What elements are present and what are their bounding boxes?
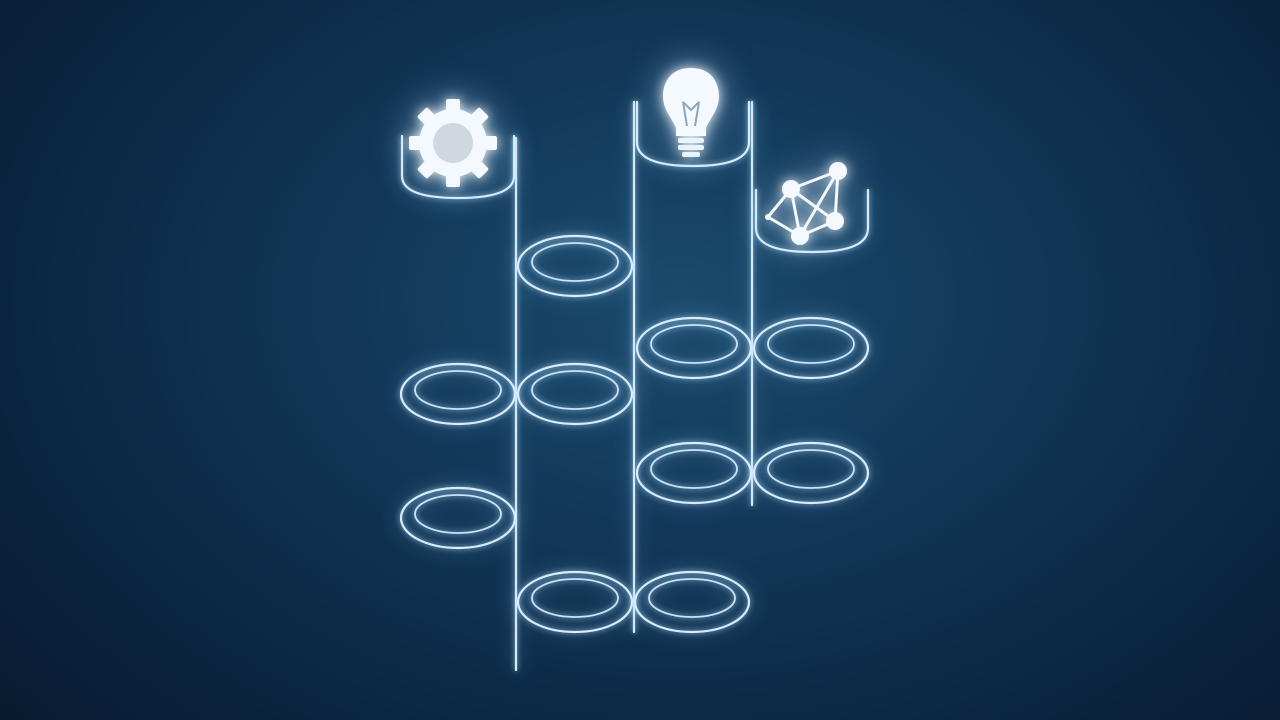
lightbulb-cup	[635, 100, 751, 168]
slot-disc	[399, 362, 517, 426]
slot-disc	[752, 441, 870, 505]
slot-disc	[635, 441, 753, 505]
slot-disc	[516, 234, 634, 298]
lightbulb-icon	[663, 68, 719, 157]
gear-icon	[409, 99, 497, 187]
slot-disc	[633, 570, 751, 634]
slot-disc	[635, 316, 753, 380]
network-icon	[765, 162, 847, 245]
slot-disc	[516, 570, 634, 634]
slot-disc	[516, 362, 634, 426]
slot-disc	[752, 316, 870, 380]
network-cup	[754, 188, 870, 254]
slot-disc	[399, 486, 517, 550]
gear-cup	[400, 134, 516, 200]
